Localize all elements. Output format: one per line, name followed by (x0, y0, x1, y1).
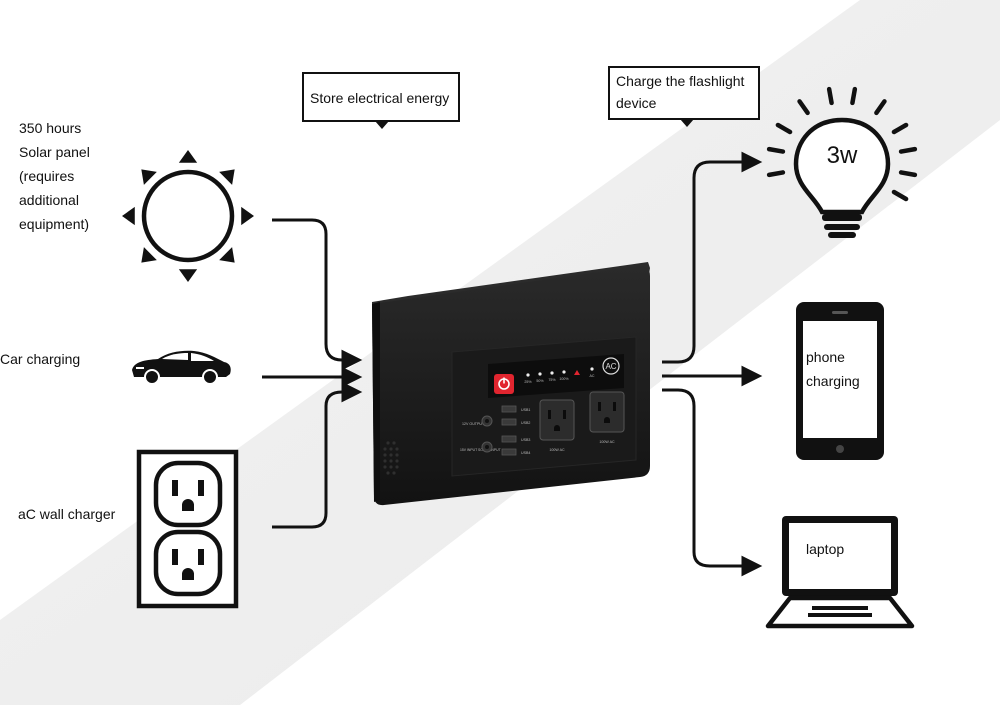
store-energy-text: Store electrical energy (310, 90, 450, 106)
wall-input-line (272, 381, 363, 529)
bulb-ray (766, 170, 786, 178)
outlet-label-left: 100W AC (549, 448, 565, 452)
wall-outlet-icon (136, 449, 239, 609)
phone-label-line-1: phone (806, 349, 845, 365)
phone-icon (796, 302, 884, 460)
laptop-icon (765, 516, 915, 629)
flashlight-callout-line-2: device (616, 95, 657, 111)
sun-ray (178, 150, 198, 163)
outlet-label-right: 100W AC (599, 440, 615, 444)
led-label-ac: AC (590, 374, 595, 378)
bulb-ray (898, 146, 918, 154)
sun-icon (122, 150, 254, 282)
port-label-12v: 12V OUTPUT (462, 422, 485, 426)
phone-label-line-2: charging (806, 373, 860, 389)
bulb-ray (766, 146, 786, 154)
sun-ray (219, 247, 235, 263)
flashlight-callout-line-1: Charge the flashlight (616, 73, 745, 89)
power-station-device: AC 25% 50% 75% 100% AC 12V OUTPUT 15V IN… (372, 262, 650, 506)
led-label-4: 100% (559, 377, 569, 381)
solar-input-line (272, 218, 363, 371)
ac-outlet-right: 100W AC (589, 391, 625, 444)
bulb-wattage-label: 3w (827, 142, 858, 169)
bulb-ray (874, 99, 887, 116)
solar-label-line-2: Solar panel (19, 144, 90, 160)
vent-grille (383, 441, 399, 475)
led-label-1: 25% (524, 380, 532, 384)
solar-source-label: 350 hours Solar panel (requires addition… (19, 116, 90, 236)
bulb-ray (891, 189, 909, 202)
usb-label-4: USB4 (521, 451, 530, 455)
bulb-ray (891, 122, 909, 135)
led-label-3: 75% (548, 378, 556, 382)
sun-ray (219, 169, 235, 185)
solar-label-line-5: equipment) (19, 216, 90, 232)
sun-ray (141, 169, 157, 185)
usb-label-1: USB1 (521, 408, 530, 412)
solar-label-line-4: additional (19, 192, 79, 208)
ac-badge: AC (602, 357, 620, 375)
power-button (494, 374, 514, 394)
bulb-ray (826, 86, 834, 106)
output-connectors (662, 151, 763, 577)
input-connectors (262, 218, 363, 529)
bulb-ray (797, 99, 810, 116)
dc-ports: 12V OUTPUT 15V INPUT SOLAR INPUT (460, 415, 501, 453)
car-source-label: Car charging (0, 351, 81, 367)
ac-badge-text: AC (605, 362, 616, 371)
bulb-ray (775, 122, 793, 135)
light-bulb-icon: 3w (766, 86, 918, 238)
wall-source-label: aC wall charger (18, 506, 116, 522)
sun-ray (122, 206, 135, 226)
usb-ports: USB1 USB2 USB3 USB4 (501, 405, 530, 456)
bulb-ray (898, 170, 918, 178)
phone-output-label: phone charging (806, 345, 860, 393)
bulb-output-line (662, 151, 763, 364)
usb-label-2: USB2 (521, 421, 530, 425)
callout-pointer (680, 119, 694, 127)
car-icon (132, 350, 231, 385)
sun-ray (141, 247, 157, 263)
ac-outlet-left: 100W AC (539, 399, 575, 452)
flashlight-callout: Charge the flashlight device (608, 66, 760, 127)
usb-label-3: USB3 (521, 438, 530, 442)
sun-ray (178, 269, 198, 282)
solar-label-line-1: 350 hours (19, 120, 82, 136)
laptop-output-label: laptop (806, 541, 845, 557)
store-energy-callout: Store electrical energy (302, 72, 460, 129)
port-label-15v: 15V INPUT SOLAR INPUT (460, 448, 501, 452)
led-indicators: 25% 50% 75% 100% AC (524, 367, 595, 384)
bulb-ray (850, 86, 858, 106)
solar-label-line-3: (requires (19, 168, 75, 184)
callout-pointer (375, 121, 389, 129)
led-label-2: 50% (536, 379, 544, 383)
laptop-output-line (662, 388, 763, 577)
sun-ray (241, 206, 254, 226)
